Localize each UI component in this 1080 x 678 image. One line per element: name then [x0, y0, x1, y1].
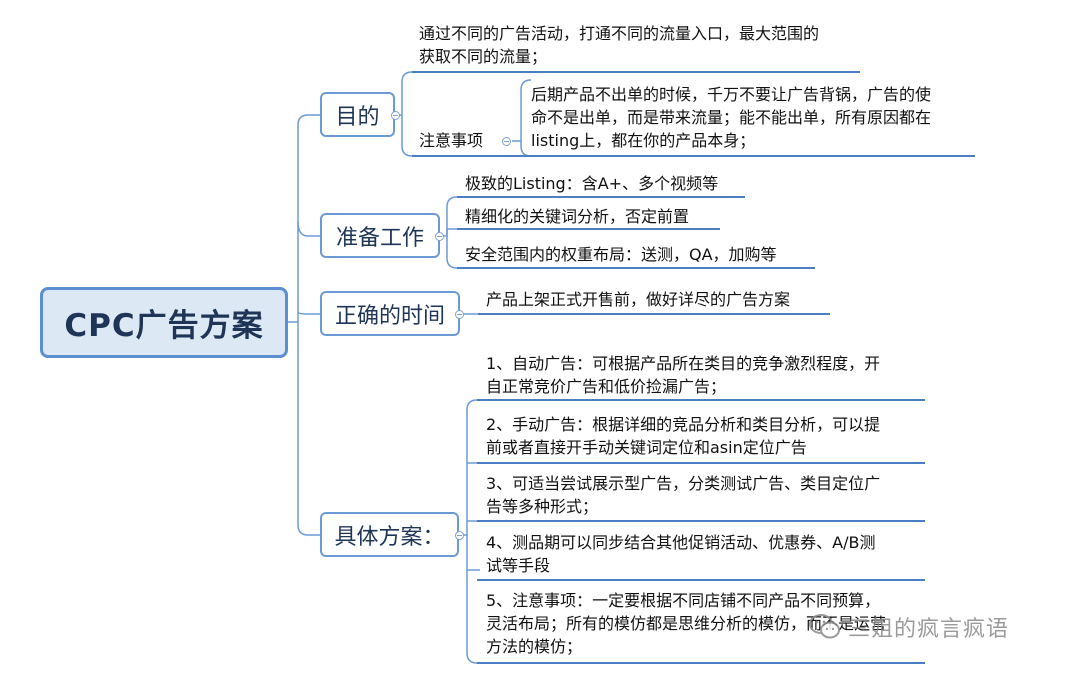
root-node[interactable]: CPC广告方案: [40, 287, 288, 358]
plan-item[interactable]: 3、可适当尝试展示型广告，分类测试广告、类目定位广 告等多种形式；: [486, 472, 880, 518]
prep-item[interactable]: 精细化的关键词分析，否定前置: [465, 207, 690, 226]
purpose-item[interactable]: 通过不同的广告活动，打通不同的流量入口，最大范围的 获取不同的流量；: [419, 22, 819, 68]
collapse-toggle-icon[interactable]: [435, 232, 444, 241]
prep-item[interactable]: 极致的Listing：含A+、多个视频等: [465, 174, 719, 193]
branch-plan[interactable]: 具体方案：: [320, 512, 459, 557]
purpose-item-line: 通过不同的广告活动，打通不同的流量入口，最大范围的: [419, 24, 820, 43]
watermark-text: 三姐的疯言疯语: [848, 617, 1010, 642]
purpose-item-line: 获取不同的流量；: [419, 47, 548, 66]
collapse-toggle-icon[interactable]: [391, 111, 400, 120]
branch-plan-label: 具体方案：: [334, 524, 445, 550]
branch-prep-label: 准备工作: [335, 225, 424, 251]
plan-item-line: 3、可适当尝试展示型广告，分类测试广告、类目定位广: [486, 474, 881, 493]
branch-timing-label: 正确的时间: [334, 303, 445, 329]
plan-item-line: 自正常竞价广告和低价捡漏广告；: [486, 377, 727, 396]
collapse-toggle-icon[interactable]: [502, 137, 511, 146]
purpose-note-line: listing上，都在你的产品本身；: [531, 131, 756, 150]
plan-item-line: 告等多种形式；: [486, 497, 599, 516]
timing-item[interactable]: 产品上架正式开售前，做好详尽的广告方案: [486, 290, 791, 309]
plan-item[interactable]: 2、手动广告：根据详细的竞品分析和类目分析，可以提 前或者直接开手动关键词定位和…: [486, 413, 880, 459]
plan-item-line: 4、测品期可以同步结合其他促销活动、优惠券、A/B测: [486, 533, 876, 552]
plan-item-line: 1、自动广告：可根据产品所在类目的竞争激烈程度，开: [486, 354, 881, 373]
plan-item-line: 前或者直接开手动关键词定位和asin定位广告: [486, 438, 807, 457]
plan-item[interactable]: 4、测品期可以同步结合其他促销活动、优惠券、A/B测 试等手段: [486, 531, 876, 577]
purpose-note-label[interactable]: 注意事项: [419, 131, 484, 150]
purpose-note-line: 后期产品不出单的时候，千万不要让广告背锅，广告的使: [531, 85, 932, 104]
collapse-toggle-icon[interactable]: [455, 531, 464, 540]
branch-purpose-label: 目的: [335, 104, 380, 130]
branch-prep[interactable]: 准备工作: [320, 213, 440, 258]
plan-item[interactable]: 5、注意事项：一定要根据不同店铺不同产品不同预算， 灵活布局；所有的模仿都是思维…: [486, 589, 886, 658]
purpose-note-item[interactable]: 后期产品不出单的时候，千万不要让广告背锅，广告的使 命不是出单，而是带来流量；能…: [531, 83, 931, 152]
collapse-toggle-icon[interactable]: [455, 310, 464, 319]
plan-item-line: 灵活布局；所有的模仿都是思维分析的模仿，而不是运营: [486, 614, 887, 633]
watermark: 三姐的疯言疯语: [808, 611, 1009, 643]
plan-item[interactable]: 1、自动广告：可根据产品所在类目的竞争激烈程度，开 自正常竞价广告和低价捡漏广告…: [486, 352, 880, 398]
plan-item-line: 2、手动广告：根据详细的竞品分析和类目分析，可以提: [486, 415, 881, 434]
wechat-icon: [809, 614, 840, 639]
branch-purpose[interactable]: 目的: [320, 92, 395, 137]
plan-item-line: 5、注意事项：一定要根据不同店铺不同产品不同预算，: [486, 591, 881, 610]
plan-item-line: 方法的模仿；: [486, 637, 583, 656]
plan-item-line: 试等手段: [486, 556, 551, 575]
purpose-note-line: 命不是出单，而是带来流量；能不能出单，所有原因都在: [531, 108, 932, 127]
prep-item[interactable]: 安全范围内的权重布局：送测，QA，加购等: [465, 245, 777, 264]
branch-timing[interactable]: 正确的时间: [320, 291, 460, 336]
root-label: CPC广告方案: [64, 308, 264, 344]
